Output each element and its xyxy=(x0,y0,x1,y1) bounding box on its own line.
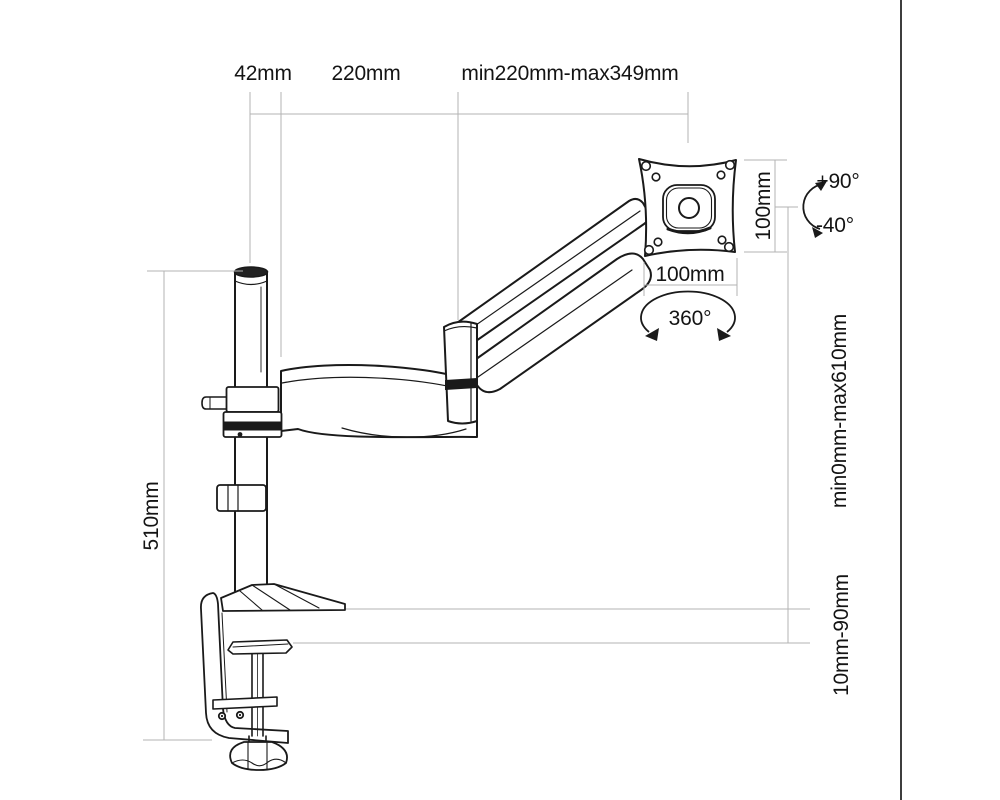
clamp-mid-plate xyxy=(212,696,278,710)
vesa-corner-hole xyxy=(724,159,736,171)
height-collar xyxy=(216,484,267,512)
label-tilt-down: -40° xyxy=(816,214,854,237)
tilt-arrow-up-icon xyxy=(815,181,827,191)
label-height-range: min0mm-max610mm xyxy=(828,314,851,508)
monitor-arm-drawing xyxy=(200,158,737,771)
vesa-inner-hole xyxy=(651,172,661,182)
clamp-pressure-pad xyxy=(227,639,293,655)
label-pole-height: 510mm xyxy=(140,481,163,550)
motion-annotations xyxy=(640,181,827,341)
arm-collar xyxy=(201,386,283,438)
label-extension-range: min220mm-max349mm xyxy=(461,62,678,85)
vesa-inner-hole xyxy=(653,237,663,247)
vesa-inner-hole xyxy=(717,235,727,245)
rotation-arrow-right-icon xyxy=(717,328,731,341)
desk-clamp xyxy=(200,583,346,771)
label-desk-thickness: 10mm-90mm xyxy=(830,574,853,696)
clamp-screw-rod xyxy=(251,653,264,737)
label-arm-length: 220mm xyxy=(331,62,400,85)
dimension-lines xyxy=(143,92,810,741)
label-pole-offset: 42mm xyxy=(234,62,292,85)
label-vesa-width: 100mm xyxy=(655,263,724,286)
elbow-joint xyxy=(443,320,478,425)
label-tilt-up: +90° xyxy=(816,170,859,193)
vesa-corner-hole xyxy=(723,241,735,253)
vesa-corner-hole xyxy=(640,160,652,172)
dimension-labels: 42mm 220mm min220mm-max349mm 100mm +90° … xyxy=(140,62,860,696)
vesa-plate xyxy=(638,158,737,257)
vesa-center-hole xyxy=(678,197,700,219)
vesa-inner-hole xyxy=(716,170,726,180)
collar-lever xyxy=(201,396,231,410)
tilt-arc xyxy=(802,183,825,230)
vesa-corner-hole xyxy=(643,244,655,256)
pole-top-cap xyxy=(233,266,269,278)
label-vesa-height: 100mm xyxy=(752,171,775,240)
rotation-ellipse xyxy=(640,290,736,333)
tilt-arrow-down-icon xyxy=(812,227,823,238)
label-rotation: 360° xyxy=(669,307,712,330)
horizontal-arm xyxy=(280,364,478,439)
clamp-c-bracket xyxy=(200,592,289,744)
rotation-arrow-left-icon xyxy=(645,328,659,341)
